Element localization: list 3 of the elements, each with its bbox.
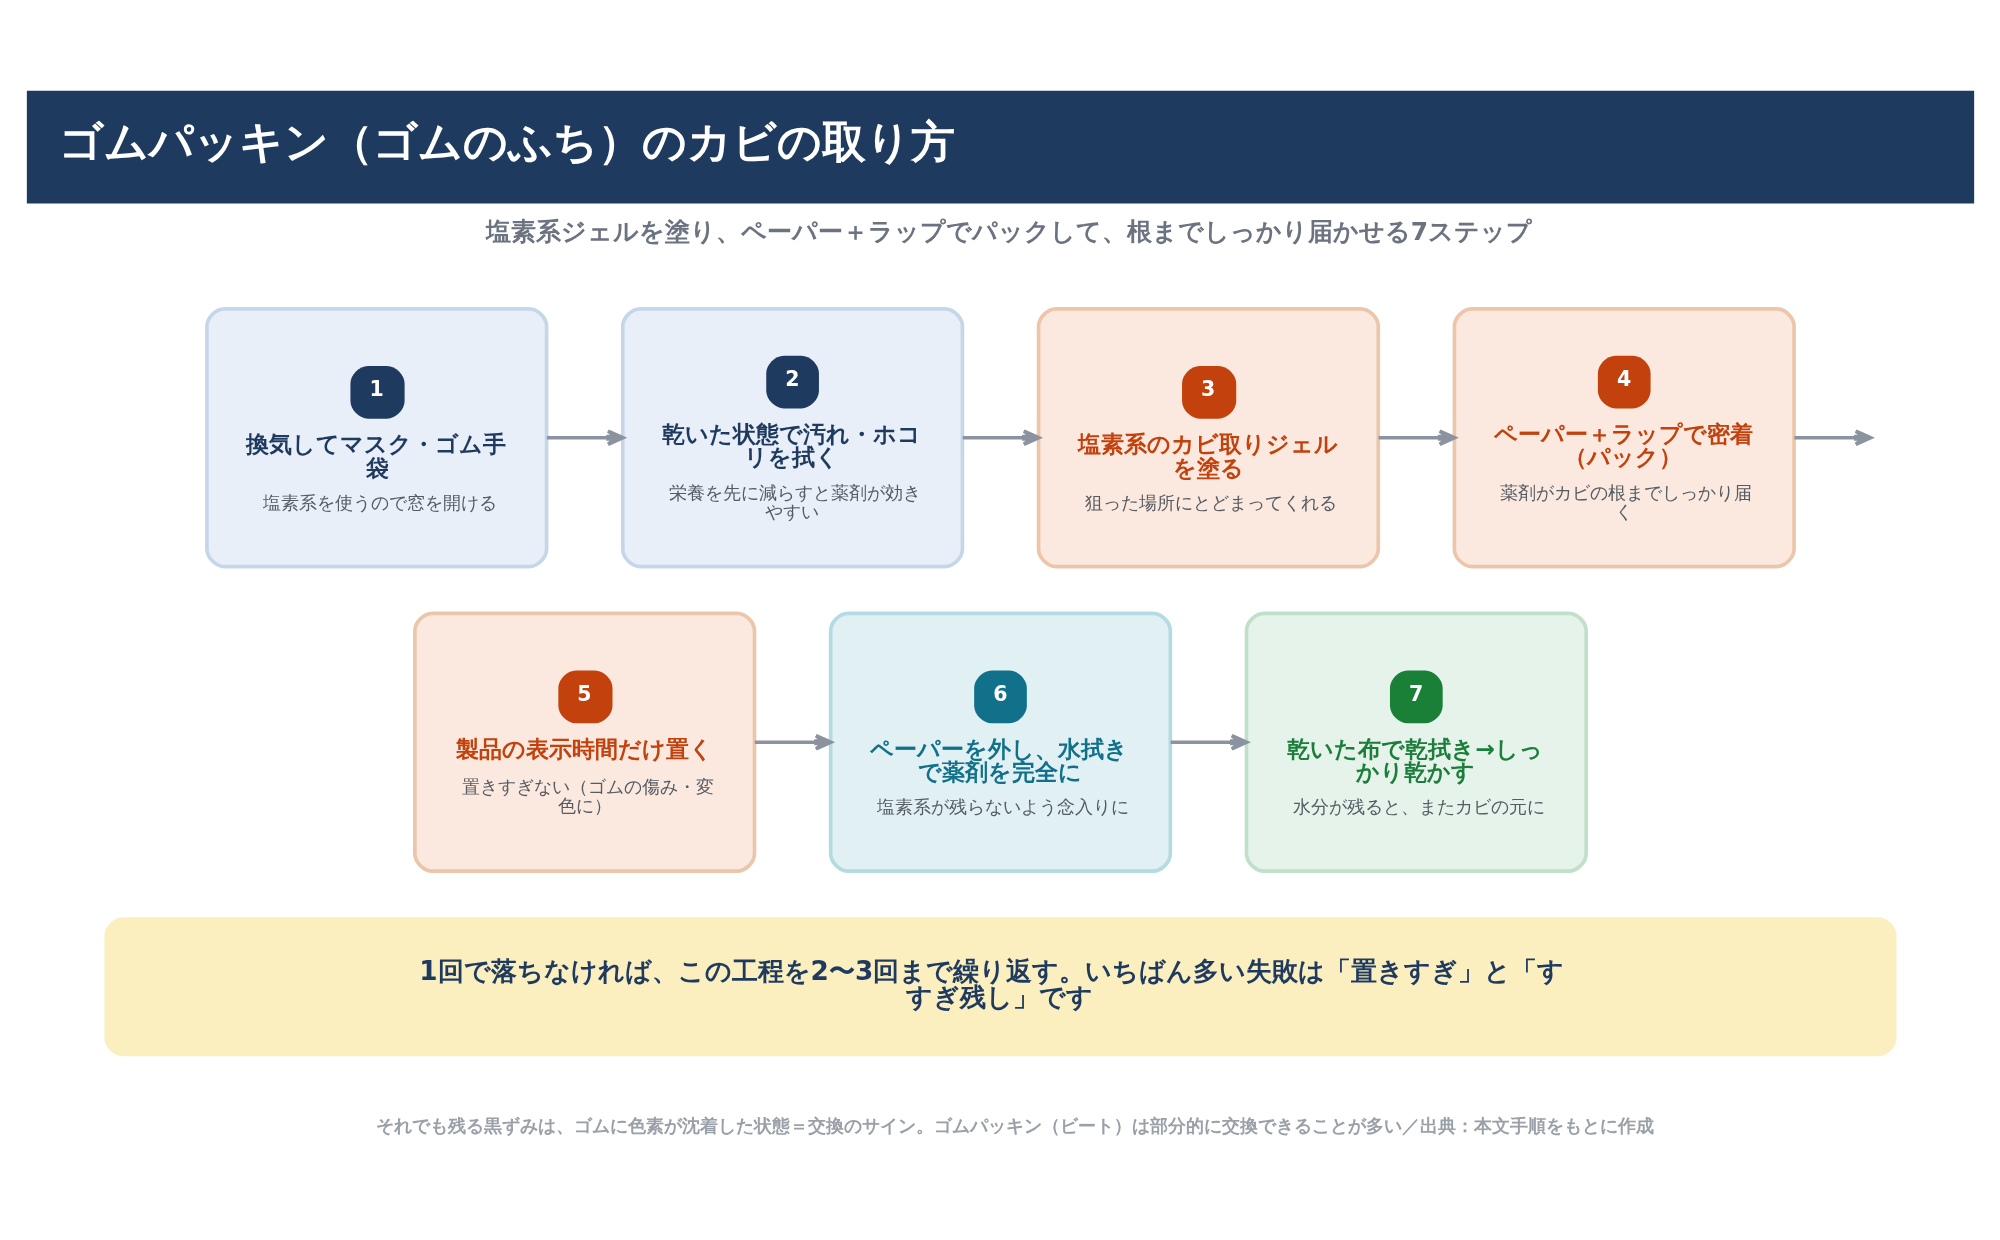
diagram-title: ゴムパッキン（ゴムのふち）のカビの取り方 <box>58 116 955 168</box>
label: 塩素系ジェルを塗り、ペーパー＋ラップでパックして、根までしっかり届かせる7ステップ <box>485 217 1532 247</box>
label: それでも残る黒ずみは、ゴムに色素が沈着した状態＝交換のサイン。ゴムパッキン（ビート）は部分的に交換できることが多い／出典：本文手順をもとに作成 <box>375 1115 1654 1136</box>
